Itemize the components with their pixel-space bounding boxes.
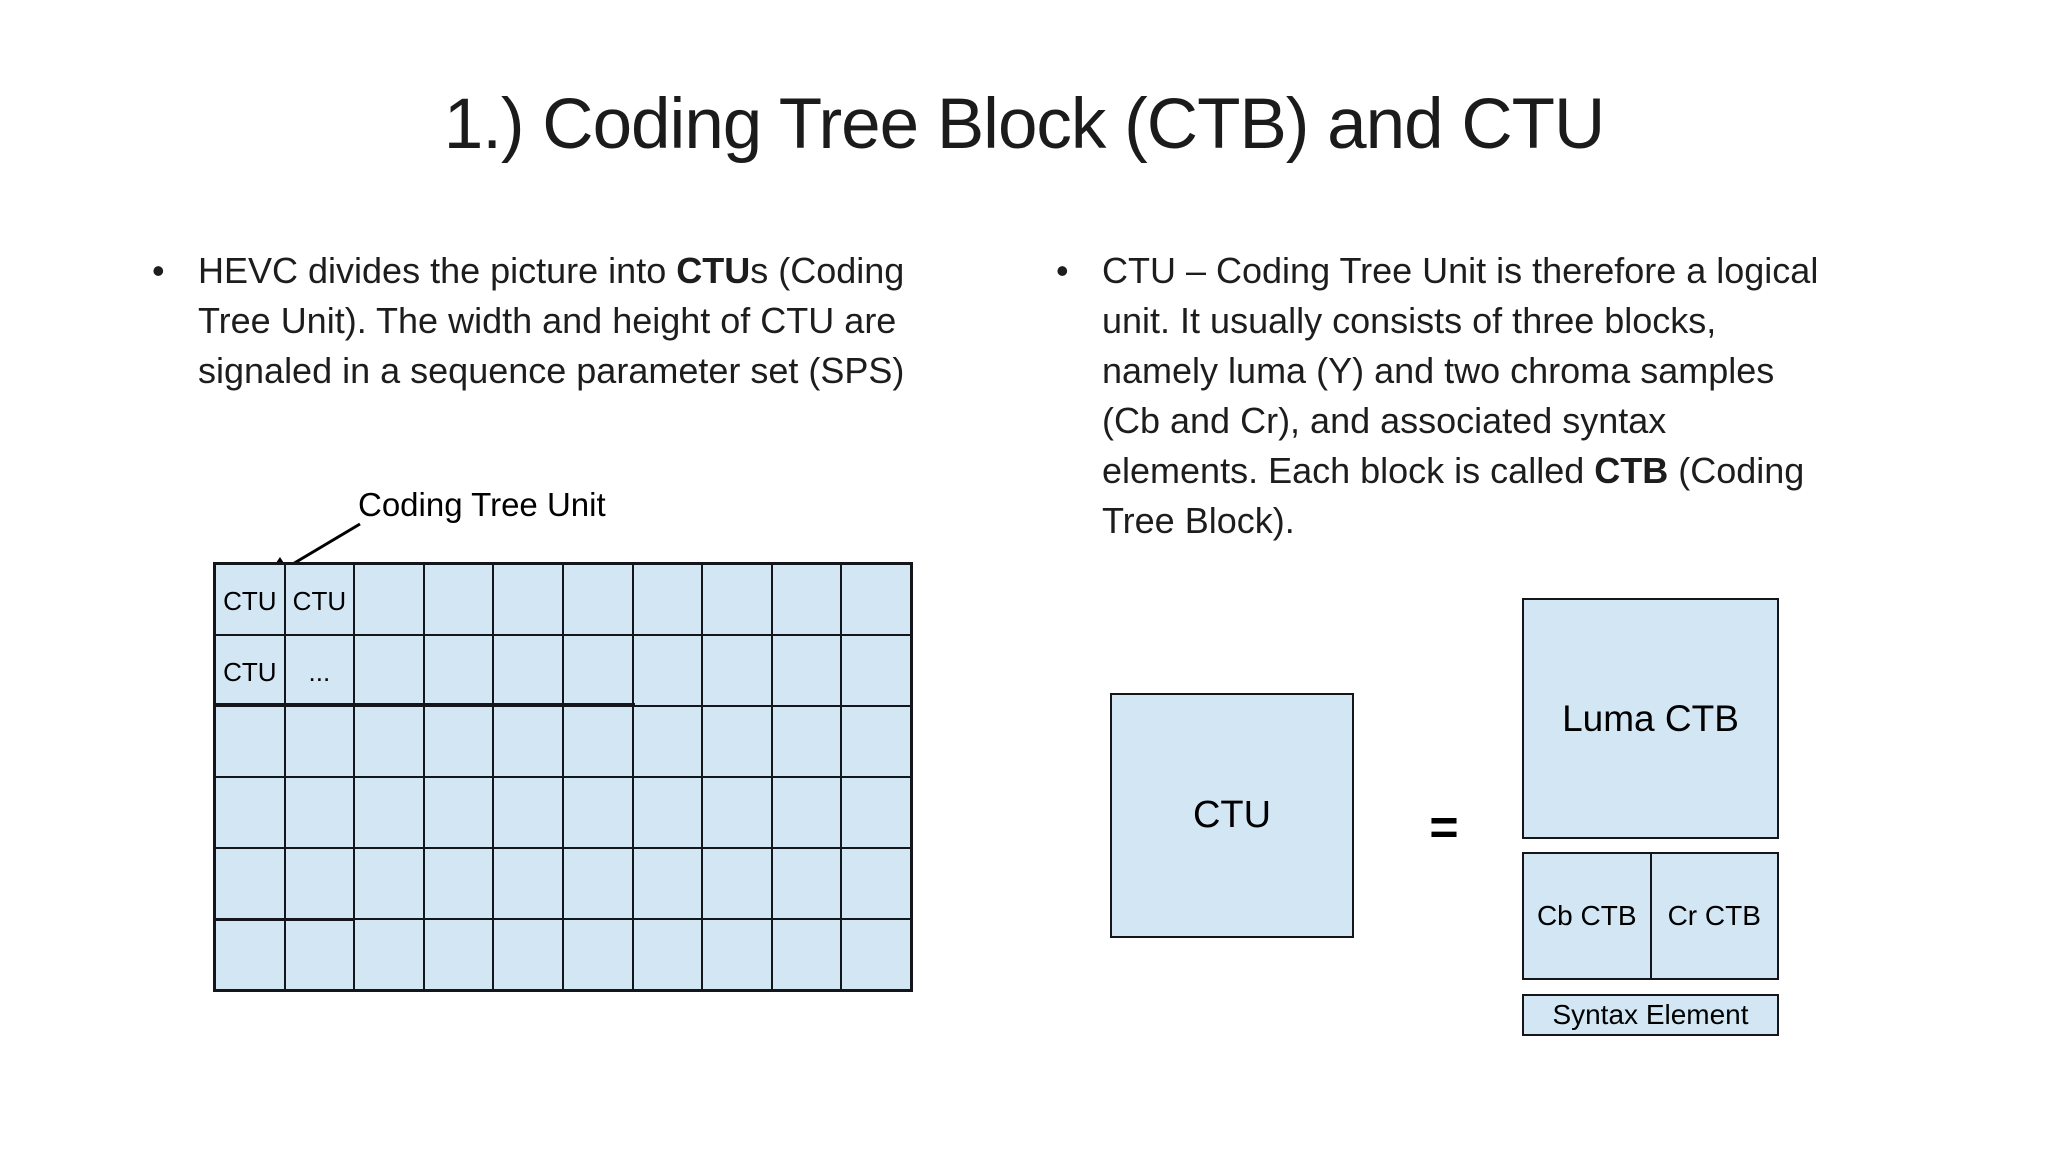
luma-ctb-box: Luma CTB bbox=[1522, 598, 1779, 839]
ctu-grid-cell bbox=[284, 848, 355, 919]
ctu-grid-cell bbox=[354, 564, 424, 635]
ctu-grid-cell bbox=[771, 706, 842, 777]
bullet-text: HEVC divides the picture into CTUs (Codi… bbox=[198, 250, 905, 391]
ctu-grid-cell bbox=[562, 635, 633, 706]
ctu-grid-cell bbox=[284, 706, 355, 777]
ctu-grid-cell bbox=[354, 706, 424, 777]
ctu-grid-cell bbox=[632, 706, 703, 777]
chroma-ctb-box: Cb CTB Cr CTB bbox=[1522, 852, 1779, 980]
ctu-grid-cell bbox=[702, 919, 772, 990]
ctu-grid-cell bbox=[702, 706, 772, 777]
equals-sign: = bbox=[1429, 799, 1459, 855]
ctu-grid-cell bbox=[771, 777, 842, 848]
ctu-grid-cell bbox=[771, 919, 842, 990]
ctu-grid-cell bbox=[562, 919, 633, 990]
ctu-grid-cell bbox=[632, 635, 703, 706]
ctu-grid-cell bbox=[423, 706, 494, 777]
ctu-grid-cell bbox=[215, 777, 285, 848]
grid-figure-caption: Coding Tree Unit bbox=[358, 486, 606, 523]
ctu-grid-cell bbox=[493, 777, 563, 848]
ctu-grid-cell bbox=[841, 919, 911, 990]
syntax-element-box: Syntax Element bbox=[1522, 994, 1779, 1036]
ctu-grid-cell bbox=[841, 564, 911, 635]
ctu-grid-cell bbox=[354, 919, 424, 990]
ctu-grid-cell bbox=[841, 635, 911, 706]
ctu-grid-cell: CTU bbox=[284, 564, 355, 635]
ctu-grid-cell bbox=[562, 706, 633, 777]
ctu-grid-cell bbox=[284, 919, 355, 990]
ctu-grid-cell: CTU bbox=[215, 564, 285, 635]
ctu-grid-cell bbox=[771, 635, 842, 706]
ctu-grid-cell bbox=[493, 635, 563, 706]
ctu-grid-cell bbox=[632, 919, 703, 990]
ctu-grid-cell bbox=[284, 777, 355, 848]
ctu-grid-cell bbox=[632, 777, 703, 848]
ctu-grid-cell bbox=[841, 848, 911, 919]
ctu-grid-cell bbox=[215, 919, 285, 990]
ctu-grid-cell bbox=[354, 777, 424, 848]
ctu-grid-cell bbox=[423, 564, 494, 635]
ctu-grid-cell bbox=[423, 635, 494, 706]
ctu-grid-cell bbox=[493, 564, 563, 635]
ctu-grid-cell: ... bbox=[284, 635, 355, 706]
ctu-grid-cell bbox=[215, 848, 285, 919]
bullet-text: CTU – Coding Tree Unit is therefore a lo… bbox=[1102, 250, 1819, 541]
ctu-grid-cell bbox=[423, 777, 494, 848]
ctu-grid-cell bbox=[215, 706, 285, 777]
ctu-grid-cell bbox=[702, 635, 772, 706]
ctu-grid-cell bbox=[841, 777, 911, 848]
ctu-grid-cell bbox=[632, 848, 703, 919]
grid-thick-line bbox=[215, 703, 635, 706]
cb-ctb-box: Cb CTB bbox=[1524, 854, 1652, 978]
bullet-marker: • bbox=[1056, 250, 1069, 291]
bullet-marker: • bbox=[152, 250, 165, 291]
ctu-grid-cell bbox=[423, 848, 494, 919]
bullet-left: • HEVC divides the picture into CTUs (Co… bbox=[152, 246, 1032, 396]
bullet-right: • CTU – Coding Tree Unit is therefore a … bbox=[1056, 246, 1956, 546]
grid-thick-line bbox=[215, 918, 355, 921]
ctu-grid-cell bbox=[771, 564, 842, 635]
ctu-grid-cell bbox=[354, 635, 424, 706]
ctu-grid-cell bbox=[632, 564, 703, 635]
slide-title: 1.) Coding Tree Block (CTB) and CTU bbox=[443, 85, 1606, 164]
ctu-grid-cell bbox=[562, 777, 633, 848]
ctu-grid-cell bbox=[493, 848, 563, 919]
ctu-grid-cell bbox=[562, 848, 633, 919]
ctu-grid-cell bbox=[493, 919, 563, 990]
ctu-grid-cell bbox=[702, 848, 772, 919]
ctu-grid-cell bbox=[771, 848, 842, 919]
ctu-box: CTU bbox=[1110, 693, 1354, 938]
ctu-grid-cell bbox=[354, 848, 424, 919]
cr-ctb-box: Cr CTB bbox=[1667, 900, 1761, 931]
ctu-grid-cell bbox=[493, 706, 563, 777]
ctu-grid-cell bbox=[423, 919, 494, 990]
ctu-grid-cell: CTU bbox=[215, 635, 285, 706]
ctu-grid-cell bbox=[702, 777, 772, 848]
ctu-grid-cell bbox=[562, 564, 633, 635]
ctu-grid-cell bbox=[841, 706, 911, 777]
ctu-grid-cell bbox=[702, 564, 772, 635]
